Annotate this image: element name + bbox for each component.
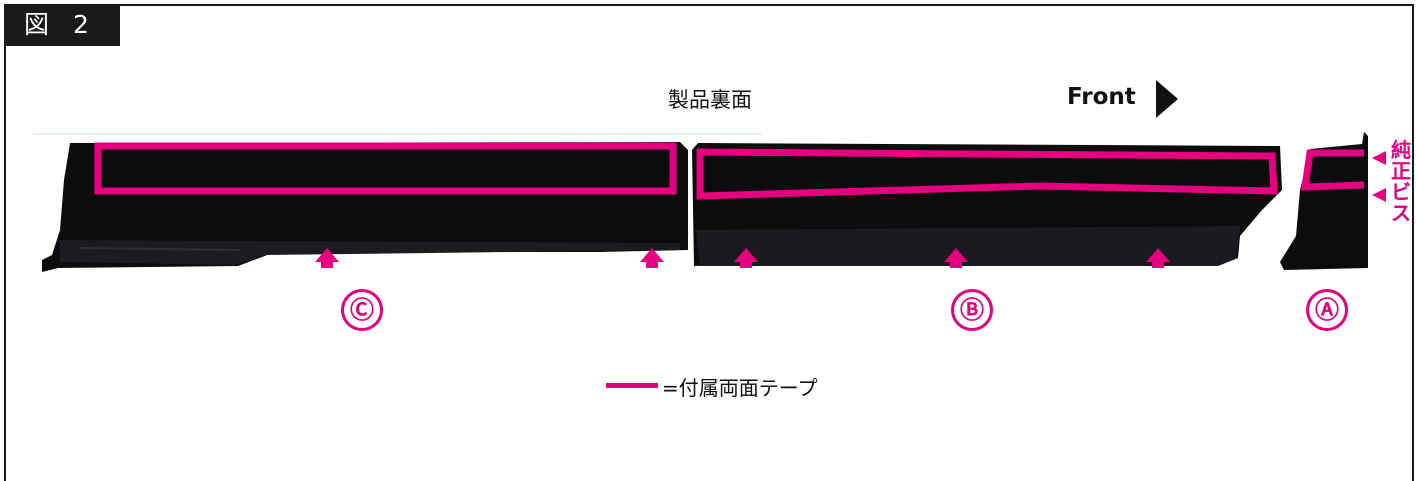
screw-pointer-icon bbox=[1372, 188, 1386, 202]
part-label-c: Ⓒ bbox=[341, 289, 383, 331]
up-arrow-icon bbox=[315, 248, 339, 268]
tape-legend-swatch bbox=[606, 383, 658, 388]
part-label-a: Ⓐ bbox=[1306, 289, 1348, 331]
figure-label: 図 2 bbox=[4, 4, 120, 46]
up-arrow-icon bbox=[734, 248, 758, 268]
up-arrow-icon bbox=[944, 248, 968, 268]
up-arrow-icon bbox=[640, 248, 664, 268]
note-char: ビ bbox=[1391, 180, 1411, 204]
legend-text: =付属両面テープ bbox=[662, 376, 818, 400]
genuine-screw-note: 純 正 ビ ス bbox=[1391, 140, 1411, 224]
section-title: 製品裏面 bbox=[668, 88, 752, 112]
part-a-tape bbox=[1300, 149, 1365, 191]
part-c-tape bbox=[94, 142, 677, 195]
up-arrow-icon bbox=[1146, 248, 1170, 268]
part-b-tape bbox=[696, 148, 1278, 200]
figure-frame bbox=[4, 4, 1414, 481]
note-char: 純 bbox=[1391, 138, 1411, 162]
note-char: 正 bbox=[1391, 159, 1411, 183]
part-c-body bbox=[42, 142, 688, 272]
screw-pointer-icon bbox=[1372, 151, 1386, 165]
part-label-b: Ⓑ bbox=[951, 289, 993, 331]
part-b-body bbox=[692, 143, 1282, 266]
note-char: ス bbox=[1391, 201, 1411, 225]
front-direction-label: Front bbox=[1067, 84, 1136, 110]
front-arrow-icon bbox=[1156, 80, 1178, 118]
part-a-body bbox=[1280, 132, 1386, 270]
